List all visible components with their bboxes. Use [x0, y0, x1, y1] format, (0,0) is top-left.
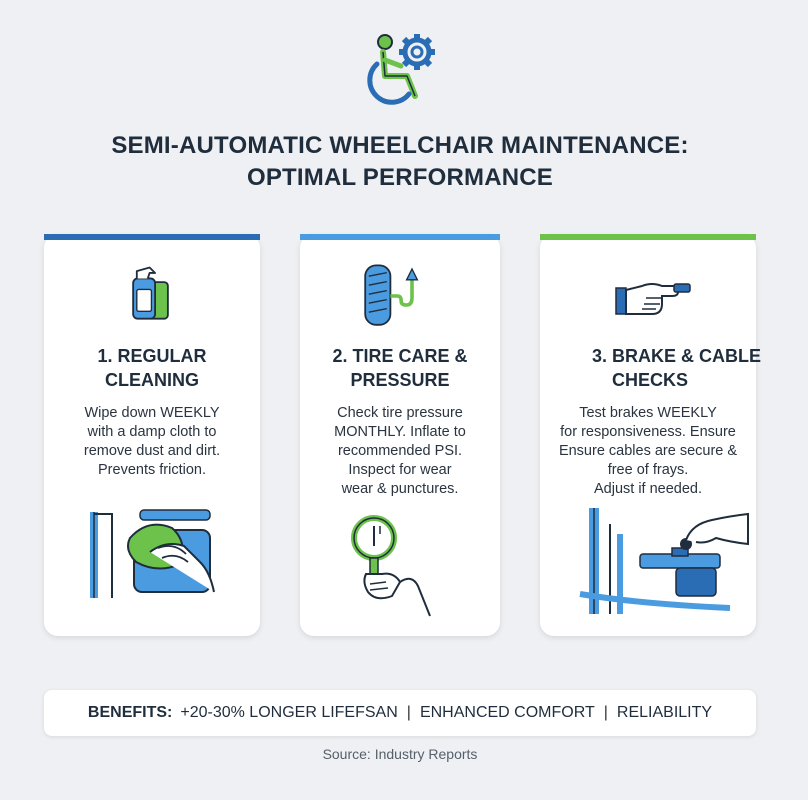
hand-brake-icon	[615, 283, 691, 315]
card-body-line: recommended PSI.	[337, 443, 463, 459]
gear-icon	[399, 34, 435, 70]
card-accent-bar	[540, 234, 756, 240]
card-body-line: free of frays.	[607, 462, 689, 478]
page-title-line2: OPTIMAL PERFORMANCE	[246, 164, 554, 191]
card-body: Wipe down WEEKLY with a damp cloth to re…	[44, 404, 260, 480]
card-body-line: Wipe down WEEKLY	[84, 405, 220, 421]
card-title-line1: 2. TIRE CARE &	[332, 346, 468, 366]
benefit-item: RELIABILITY	[616, 704, 713, 721]
benefits-bar: BENEFITS: +20-30% LONGER LIFEFSAN | ENHA…	[44, 690, 756, 736]
source-note: Source: Industry Reports	[322, 746, 478, 762]
card-title-line2: PRESSURE	[350, 370, 450, 390]
card-brake-cable: 3. BRAKE & CABLE CHECKS Test brakes WEEK…	[540, 234, 761, 636]
card-body-line: for responsiveness. Ensure	[560, 424, 736, 440]
card-body-line: Check tire pressure	[337, 405, 463, 421]
card-regular-cleaning: 1. REGULAR CLEANING Wipe down WEEKLY wit…	[44, 234, 260, 636]
hand-wiping-cloth-icon	[90, 509, 215, 598]
tire-pump-icon	[364, 264, 419, 326]
card-body-line: Prevents friction.	[98, 462, 206, 478]
card-title: 3. BRAKE & CABLE CHECKS	[592, 344, 808, 392]
benefit-item: +20-30% LONGER LIFEFSAN	[180, 704, 398, 721]
benefit-separator: |	[603, 704, 608, 721]
card-body-line: remove dust and dirt.	[83, 443, 221, 459]
card-body: Test brakes WEEKLY for responsiveness. E…	[540, 404, 756, 499]
page-title-line1: SEMI-AUTOMATIC WHEELCHAIR MAINTENANCE:	[111, 132, 689, 159]
card-title: 1. REGULAR CLEANING	[44, 344, 260, 392]
card-body-line: MONTHLY. Inflate to	[334, 424, 466, 440]
card-body-line: Inspect for wear	[348, 462, 452, 478]
wheelchair-gear-icon	[367, 34, 435, 105]
card-body-line: wear & punctures.	[341, 481, 459, 497]
card-title-line2: CHECKS	[612, 370, 689, 390]
card-body-line: with a damp cloth to	[87, 424, 217, 440]
card-body: Check tire pressure MONTHLY. Inflate to …	[300, 404, 500, 499]
spray-bottle-icon	[132, 266, 169, 320]
card-accent-bar	[44, 234, 260, 240]
benefits-label: BENEFITS:	[87, 704, 173, 721]
card-accent-bar	[300, 234, 500, 240]
card-title-line2: CLEANING	[105, 370, 199, 390]
hand-adjusting-brake-icon	[579, 508, 749, 614]
benefit-separator: |	[406, 704, 411, 721]
card-body-line: Test brakes WEEKLY	[579, 405, 717, 421]
card-title-line1: 3. BRAKE & CABLE	[592, 346, 762, 366]
card-body-line: Adjust if needed.	[593, 481, 703, 497]
benefit-item: ENHANCED COMFORT	[419, 704, 595, 721]
card-tire-care: 2. TIRE CARE & PRESSURE Check tire press…	[300, 234, 500, 636]
card-title: 2. TIRE CARE & PRESSURE	[300, 344, 500, 392]
page-title: SEMI-AUTOMATIC WHEELCHAIR MAINTENANCE: O…	[0, 130, 800, 194]
card-body-line: Ensure cables are secure &	[558, 443, 738, 459]
card-title-line1: 1. REGULAR	[97, 346, 207, 366]
pressure-gauge-icon	[351, 515, 431, 617]
